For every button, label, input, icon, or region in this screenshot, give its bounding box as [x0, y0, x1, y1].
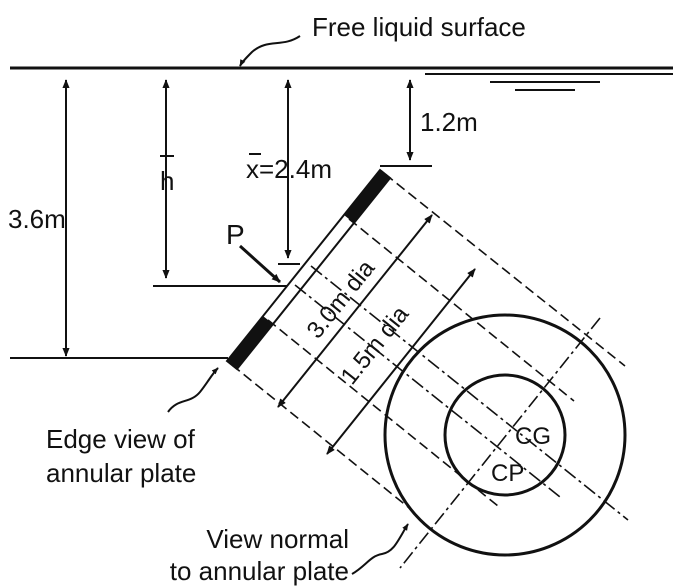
free-surface-label: Free liquid surface: [312, 12, 526, 42]
outer-circle: [383, 313, 627, 557]
free-surface: [10, 66, 673, 91]
edge-view-caption-line2: annular plate: [46, 458, 196, 488]
leader-curve-icon: [167, 367, 219, 413]
force-label: P: [226, 219, 245, 250]
depth-top-label: 1.2m: [420, 107, 478, 137]
depth-dimension-hbar: [153, 79, 295, 287]
depth-dimension-total: [10, 79, 228, 359]
inner-diameter-dimension: [326, 268, 476, 455]
depth-total-label: 3.6m: [8, 204, 66, 234]
centroid-label: CG: [515, 423, 551, 450]
force-arrow-icon: [238, 244, 282, 284]
depth-dimension-top: [380, 79, 432, 167]
hbar-label: h: [160, 166, 174, 196]
center-pressure-label: CP: [491, 460, 524, 487]
inner-diameter-label: 1.5m dia: [336, 301, 415, 390]
inner-circle: [443, 373, 567, 497]
edge-view-caption-line1: Edge view of: [46, 424, 196, 454]
leader-curve-icon: [351, 523, 409, 575]
xbar-label: x=2.4m: [246, 154, 332, 184]
leader-curve-icon: [239, 35, 301, 67]
normal-view-caption-line1: View normal: [206, 524, 349, 554]
normal-view-caption-line2: to annular plate: [170, 556, 349, 586]
